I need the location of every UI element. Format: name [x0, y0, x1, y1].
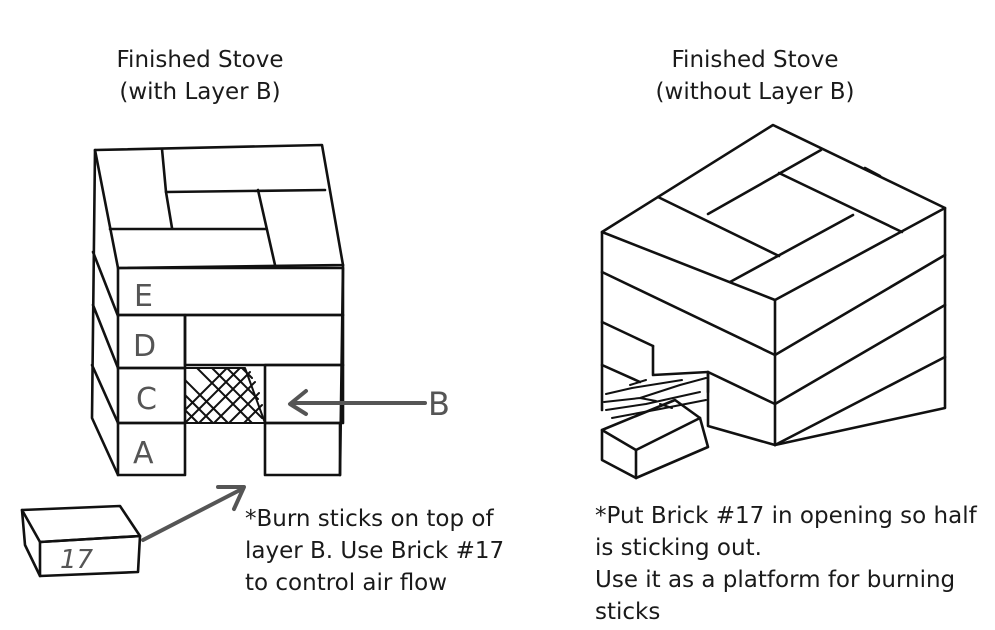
brick-17-label: 17 — [60, 545, 94, 575]
left-title-line-1: Finished Stove — [116, 47, 284, 73]
layer-b-label: B — [428, 385, 450, 423]
right-top-brick-2 — [706, 148, 823, 216]
platform-brick-front — [600, 428, 638, 480]
right-stove-drawing — [600, 123, 947, 480]
brick-17-arrow — [141, 488, 242, 542]
right-left-layer-3 — [706, 370, 777, 406]
left-side-outline — [90, 148, 120, 477]
right-right-edge — [773, 206, 947, 447]
left-side-line-3 — [90, 363, 120, 425]
left-stove-note: *Burn sticks on top of layer B. Use Bric… — [245, 503, 504, 599]
layer-a-left-brick — [116, 421, 187, 477]
right-note-line-1: *Put Brick #17 in opening so half — [595, 503, 977, 529]
right-opening — [651, 344, 710, 394]
right-top-face — [600, 123, 947, 302]
right-left-layer-1 — [600, 270, 777, 357]
left-top-brick-3 — [256, 188, 277, 267]
right-title-line-2: (without Layer B) — [655, 79, 855, 105]
layer-b-arrow-head — [288, 389, 308, 416]
left-note-line-1: *Burn sticks on top of — [245, 506, 494, 532]
platform-brick-side — [634, 416, 710, 480]
brick-17-arrow-head — [216, 485, 246, 511]
right-top-brick-1 — [656, 195, 781, 258]
left-side-line-1 — [91, 250, 120, 318]
layer-a-right-brick — [263, 421, 342, 477]
right-top-brick-4 — [728, 213, 855, 284]
layer-b-grate — [184, 367, 266, 424]
right-note-line-2: is sticking out. — [595, 535, 762, 561]
left-top-brick-1 — [160, 147, 327, 194]
brick-17: 17 — [20, 504, 142, 578]
right-title-line-1: Finished Stove — [671, 47, 839, 73]
layer-label-c: C — [136, 382, 157, 417]
right-note-line-4: sticks — [595, 599, 661, 625]
left-note-line-3: to control air flow — [245, 570, 448, 596]
right-note-line-3: Use it as a platform for burning — [595, 567, 956, 593]
layer-label-a: A — [133, 436, 154, 471]
left-stove-title: Finished Stove (with Layer B) — [95, 44, 305, 108]
layer-label-e: E — [134, 279, 153, 314]
right-opening-edge — [600, 363, 642, 384]
left-top-brick-2 — [164, 190, 174, 230]
layer-d-right-brick — [183, 313, 345, 367]
left-title-line-2: (with Layer B) — [119, 79, 281, 105]
right-stove-note: *Put Brick #17 in opening so half is sti… — [595, 500, 977, 628]
left-stove-drawing: E D C A B 17 — [20, 143, 450, 578]
burning-sticks — [603, 377, 707, 419]
left-front-right-edge — [338, 263, 345, 477]
left-note-line-2: layer B. Use Brick #17 — [245, 538, 505, 564]
right-top-brick-3 — [777, 171, 904, 234]
right-right-layer-1 — [773, 253, 947, 357]
right-top-brick-5 — [863, 166, 882, 178]
left-top-face — [93, 143, 345, 270]
layer-label-d: D — [133, 329, 156, 364]
right-right-layer-2 — [773, 303, 947, 406]
right-left-leg — [706, 370, 777, 447]
right-right-layer-3 — [773, 355, 947, 447]
right-stove-title: Finished Stove (without Layer B) — [630, 44, 880, 108]
left-side-line-2 — [91, 303, 120, 370]
right-left-layer-2 — [600, 320, 655, 348]
